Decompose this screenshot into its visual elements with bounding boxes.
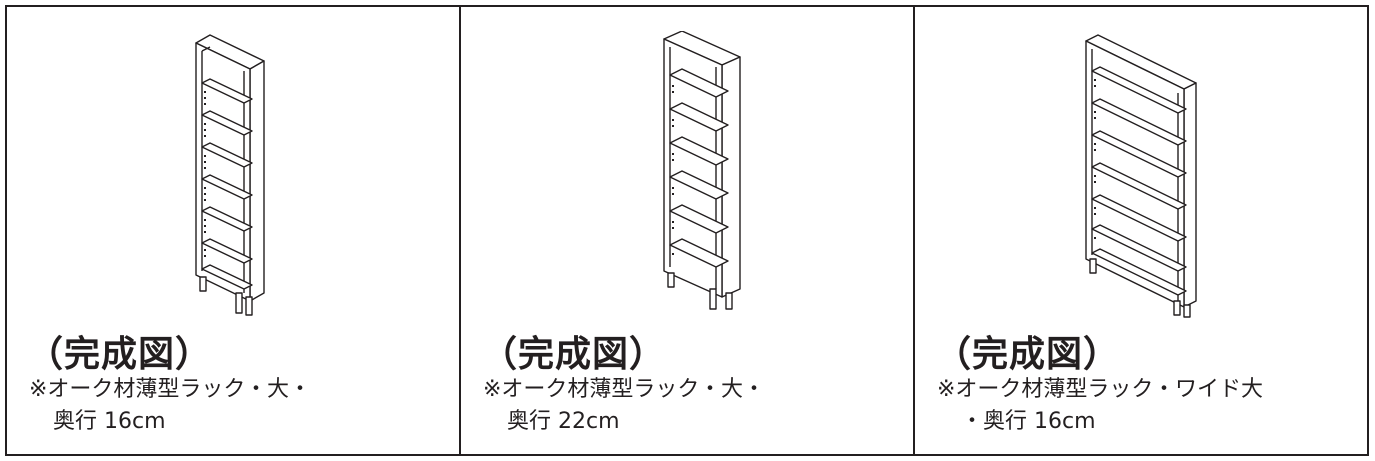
peg-holes	[672, 85, 674, 255]
peg-holes	[204, 91, 206, 257]
shelf-legs	[1089, 258, 1191, 318]
panel-title: （完成図）	[27, 334, 213, 375]
description-line2: 奥行 22cm	[507, 409, 620, 434]
panel-wide-16cm: （完成図） ※オーク材薄型ラック・ワイド大 ・奥行 16cm	[913, 7, 1367, 454]
description-line1: ※オーク材薄型ラック・大・	[29, 377, 311, 402]
panel-narrow-22cm: （完成図） ※オーク材薄型ラック・大・ 奥行 22cm	[459, 7, 913, 454]
description-line2: ・奥行 16cm	[961, 409, 1096, 434]
narrow-shelf-22cm-icon	[663, 31, 741, 310]
panel-description: ※オーク材薄型ラック・大・ 奥行 16cm	[29, 374, 311, 438]
peg-holes	[1094, 79, 1096, 239]
panel-narrow-16cm: （完成図） ※オーク材薄型ラック・大・ 奥行 16cm	[7, 7, 459, 454]
shelf-legs	[667, 272, 733, 310]
shelf-boards	[1091, 66, 1187, 296]
description-line1: ※オーク材薄型ラック・大・	[483, 377, 765, 402]
panel-title: （完成図）	[481, 334, 667, 375]
shelf-boards	[669, 68, 729, 268]
shelf-legs	[199, 276, 253, 316]
panel-title: （完成図）	[935, 334, 1121, 375]
shelf-boards	[201, 78, 253, 290]
wide-shelf-16cm-icon	[1085, 34, 1197, 318]
completed-diagram-table: （完成図） ※オーク材薄型ラック・大・ 奥行 16cm	[5, 5, 1369, 456]
description-line1: ※オーク材薄型ラック・ワイド大	[937, 377, 1263, 402]
panel-description: ※オーク材薄型ラック・大・ 奥行 22cm	[483, 374, 765, 438]
narrow-shelf-16cm-icon	[195, 34, 265, 316]
panel-description: ※オーク材薄型ラック・ワイド大 ・奥行 16cm	[937, 374, 1263, 438]
description-line2: 奥行 16cm	[53, 409, 166, 434]
